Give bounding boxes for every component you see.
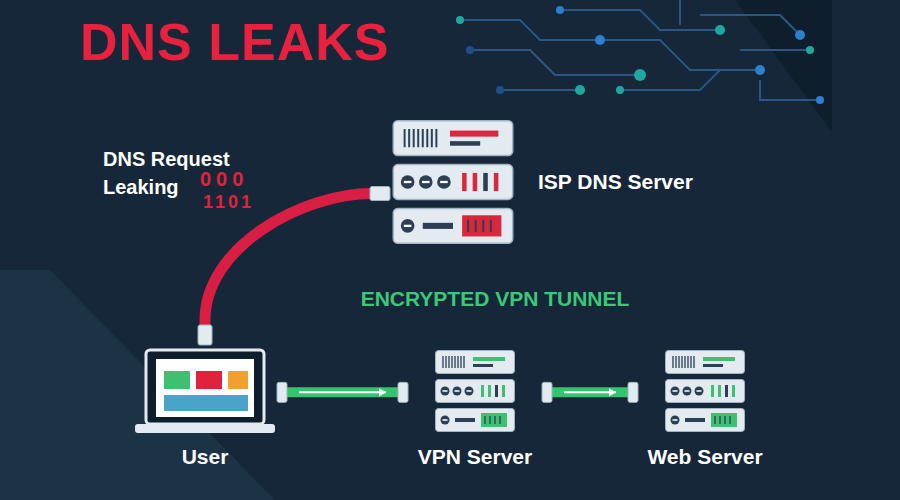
arrow-line <box>564 391 616 393</box>
binary-digits: 000 <box>200 168 248 191</box>
web-server: Web Server <box>640 345 770 473</box>
web-server-icon <box>666 351 745 432</box>
laptop-icon <box>135 350 275 433</box>
tube-plug <box>628 382 638 402</box>
vpn-server-icon <box>436 351 515 432</box>
leak-cable <box>198 187 390 345</box>
vpn-tunnel-tube <box>277 382 408 402</box>
background-triangle <box>0 270 275 500</box>
title: DNS LEAKS <box>80 12 389 72</box>
node-label: Web Server <box>647 444 762 469</box>
node-label: VPN Server <box>418 444 532 469</box>
user-laptop: User <box>135 345 275 473</box>
arrow-head <box>379 388 386 396</box>
isp-server-icon <box>393 121 512 243</box>
circuit-dots <box>456 6 824 104</box>
tunnel-label: ENCRYPTED VPN TUNNEL <box>300 287 690 311</box>
cable-line <box>205 194 372 327</box>
tube-line <box>283 387 402 397</box>
tube-plug <box>542 382 552 402</box>
cable-plug <box>370 187 390 201</box>
circuit-pattern <box>460 0 820 100</box>
tube-line <box>548 387 632 397</box>
arrow-line <box>299 391 386 393</box>
arrow-head <box>609 388 616 396</box>
node-label: User <box>182 444 229 469</box>
tube-plug <box>277 382 287 402</box>
tube-plug <box>398 382 408 402</box>
isp-dns-server: ISP DNS Server <box>390 118 720 246</box>
vpn-tunnel-tube <box>542 382 638 402</box>
cable-plug <box>198 325 212 345</box>
vpn-server: VPN Server <box>410 345 540 473</box>
node-label: ISP DNS Server <box>538 169 693 194</box>
binary-digits: 1101 <box>203 192 254 213</box>
